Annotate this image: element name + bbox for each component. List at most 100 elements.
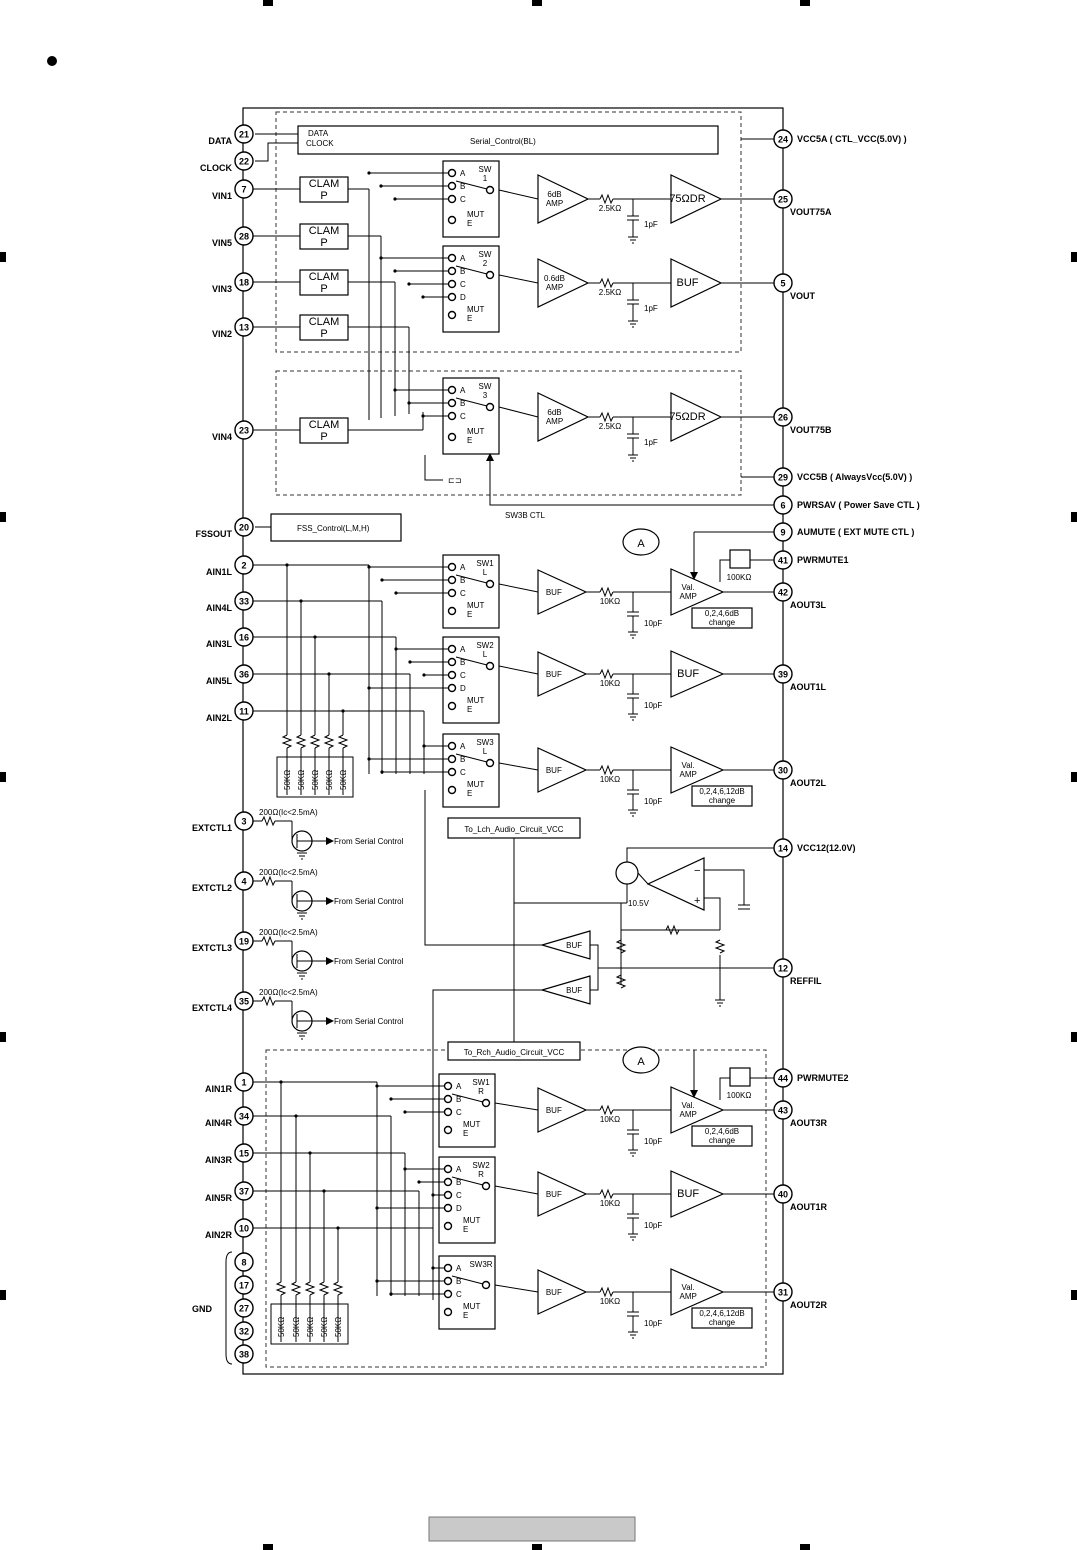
switch-output-contact (481, 1280, 491, 1290)
to-rch-label: To_Rch_Audio_Circuit_VCC (464, 1048, 565, 1057)
resistor (599, 764, 614, 776)
switch-contact (447, 767, 457, 777)
pin-label: AIN3L (206, 639, 233, 649)
resistor (261, 995, 276, 1007)
switch-contact (447, 785, 457, 795)
switch-input-label: B (460, 182, 465, 191)
pin-label: AOUT3L (790, 600, 827, 610)
serial-control-block: DATA CLOCK Serial_Control(BL) (255, 125, 719, 162)
gnd-pin (234, 1252, 254, 1272)
pass-transistor (615, 861, 639, 885)
video-resistor-label: 2.5KΩ (599, 422, 621, 431)
amp-triangle (537, 1171, 588, 1217)
rch-out-amp-2: BUF (670, 1170, 725, 1218)
mute-res-box (729, 1067, 751, 1087)
pin-label: VOUT75B (790, 425, 832, 435)
amp-triangle (537, 1269, 588, 1315)
switch-input-label: A (460, 563, 466, 572)
resistor (304, 1281, 316, 1296)
switch-contact (443, 1190, 453, 1200)
switch-input-label: B (456, 1277, 461, 1286)
switch-contact (447, 754, 457, 764)
gnd-label: GND (192, 1304, 213, 1314)
switch-input-label: B (460, 399, 465, 408)
pin-number: 30 (778, 766, 788, 776)
switch-input-label: A (460, 742, 466, 751)
pin-label: PWRMUTE1 (797, 555, 849, 565)
resistor (261, 815, 276, 827)
amp-triangle (670, 1268, 725, 1316)
amp-triangle (670, 650, 725, 698)
pin-number: 14 (778, 844, 788, 854)
audio-cap-label: 10pF (644, 1319, 662, 1328)
resistor (323, 734, 335, 749)
pin-number: 27 (239, 1304, 249, 1314)
switch-contact (447, 292, 457, 302)
wire (637, 872, 649, 885)
pin-label: VIN1 (212, 191, 232, 201)
junction (407, 282, 411, 286)
pin-number: 40 (778, 1190, 788, 1200)
switch-contact (447, 310, 457, 320)
pin-label: EXTCTL3 (192, 943, 232, 953)
amp-label: BUF (546, 1288, 562, 1297)
junction (417, 1180, 421, 1184)
extctl-res-label: 200Ω(Ic<2.5mA) (259, 868, 318, 877)
switch-input-label: B (460, 576, 465, 585)
rch-audio-section (265, 1049, 767, 1368)
pin-number: 32 (239, 1327, 249, 1337)
clamp-box (299, 314, 349, 341)
pin-number: 8 (241, 1258, 246, 1268)
junction (393, 197, 397, 201)
amp-label: BUF (566, 986, 582, 995)
resistor (665, 924, 680, 936)
resistor (599, 411, 614, 423)
gain-box (691, 785, 753, 807)
lch-buf-1: BUF (537, 569, 588, 615)
pin-label: AOUT1R (790, 1202, 828, 1212)
audio-cap-label: 10pF (644, 1221, 662, 1230)
bias-resistor-label: 50KΩ (339, 770, 348, 790)
switch-contact (447, 606, 457, 616)
switch-wiper (455, 656, 488, 666)
audio-cap-label: 10pF (644, 619, 662, 628)
extctl-1: 200Ω(Ic<2.5mA)From Serial Control (253, 808, 404, 860)
pin-number: 2 (241, 561, 246, 571)
cap-symbol: ⊏⊐ (448, 476, 461, 485)
switch-contact (447, 398, 457, 408)
switch-output-wire (498, 406, 539, 418)
gnd-pin (234, 1298, 254, 1318)
pin-label: VCC5A ( CTL_VCC(5.0V) ) (797, 134, 907, 144)
video-output-2: BUF (670, 258, 723, 308)
pin-label: AIN4L (206, 603, 233, 613)
switch-wiper (451, 1275, 484, 1285)
pin-label: AOUT1L (790, 682, 827, 692)
switch-contact (443, 1164, 453, 1174)
rch-out-amp-1: Val.AMP (670, 1086, 725, 1134)
arrowhead (326, 1017, 334, 1025)
mute-res-label: 100KΩ (727, 573, 752, 582)
bias-resistor-label: 50KΩ (311, 770, 320, 790)
amp-label: 75ΩDR (669, 411, 705, 423)
switch-contact (447, 575, 457, 585)
